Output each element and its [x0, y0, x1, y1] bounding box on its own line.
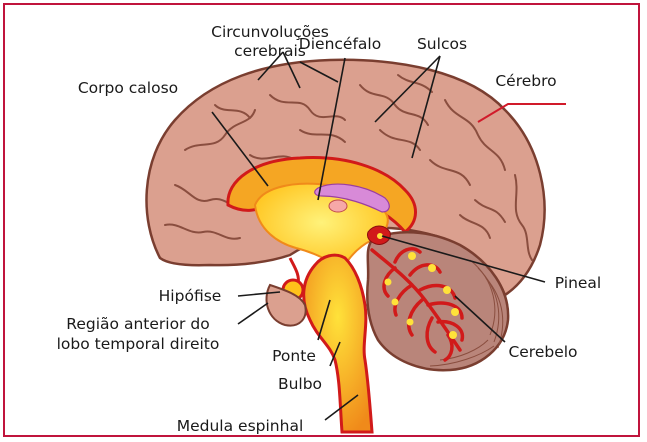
brainstem [304, 255, 372, 432]
label-bulbo: Bulbo [278, 375, 322, 393]
label-medula: Medula espinhal [177, 417, 304, 435]
label-ponte: Ponte [272, 347, 316, 365]
label-corpo-caloso: Corpo caloso [78, 79, 178, 97]
label-regiao-1: Região anterior do [66, 315, 209, 333]
label-sulcos: Sulcos [417, 35, 467, 53]
label-hipofise: Hipófise [159, 287, 222, 305]
label-circunvolucoes-2: cerebrais [234, 42, 306, 60]
label-pineal: Pineal [555, 274, 601, 292]
label-cerebro: Cérebro [495, 72, 556, 90]
label-cerebelo: Cerebelo [508, 343, 577, 361]
label-regiao-2: lobo temporal direito [57, 335, 220, 353]
thalamus [329, 200, 347, 212]
label-diencefalo: Diencéfalo [299, 35, 381, 53]
